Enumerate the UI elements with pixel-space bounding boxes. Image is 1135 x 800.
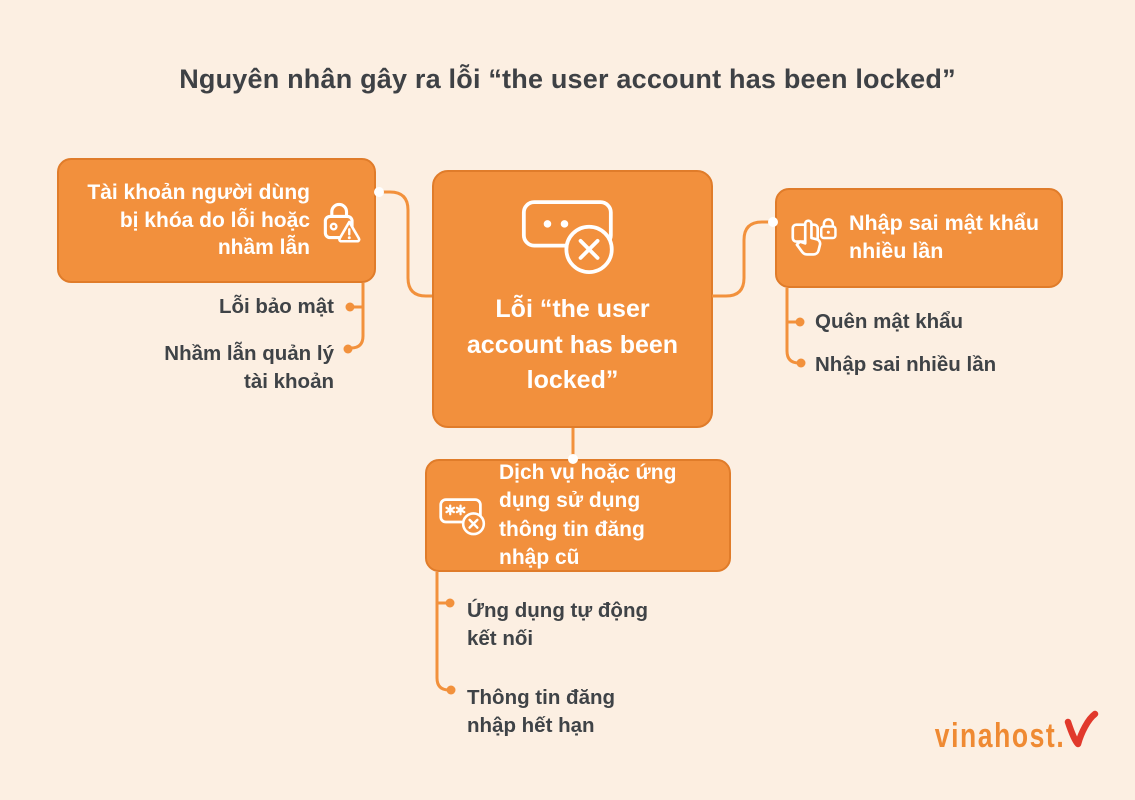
page-title: Nguyên nhân gây ra lỗi “the user account… <box>179 64 956 94</box>
branch-bottom-label: Dịch vụ hoặc ứng dụng sử dụng thông tin … <box>499 460 677 569</box>
error-dialog-icon <box>521 199 625 279</box>
branch-left-label: Tài khoản người dùng bị khóa do lỗi hoặc… <box>87 180 310 260</box>
tap-password-lock-icon <box>791 212 839 264</box>
vinahost-logo: vinahost. <box>898 710 1099 757</box>
center-node: Lỗi “the user account has been locked” <box>432 170 713 428</box>
sub-item-auto-connect-apps: Ứng dụng tự động kết nối <box>467 599 648 651</box>
branch-box-wrong-password: Nhập sai mật khẩu nhiều lần <box>775 188 1063 288</box>
lock-warning-icon <box>318 195 364 247</box>
red-check-icon <box>1063 710 1099 757</box>
branch-box-old-credentials: Dịch vụ hoặc ứng dụng sử dụng thông tin … <box>425 459 731 572</box>
old-credentials-icon <box>439 495 489 537</box>
center-label: Lỗi “the user account has been locked” <box>466 295 679 395</box>
sub-item-wrong-many-times: Nhập sai nhiều lần <box>815 353 997 376</box>
sub-item-security-error: Lỗi bảo mật <box>218 295 334 318</box>
vinahost-logo-text: vinahost. <box>934 717 1065 755</box>
sub-item-account-mismanagement: Nhầm lẫn quản lý tài khoản <box>164 342 334 394</box>
branch-right-label: Nhập sai mật khẩu nhiều lần <box>849 211 1039 263</box>
branch-box-account-locked-by-error: Tài khoản người dùng bị khóa do lỗi hoặc… <box>57 158 376 283</box>
sub-item-expired-credentials: Thông tin đăng nhập hết hạn <box>467 686 616 738</box>
sub-item-forgot-password: Quên mật khẩu <box>815 310 964 333</box>
